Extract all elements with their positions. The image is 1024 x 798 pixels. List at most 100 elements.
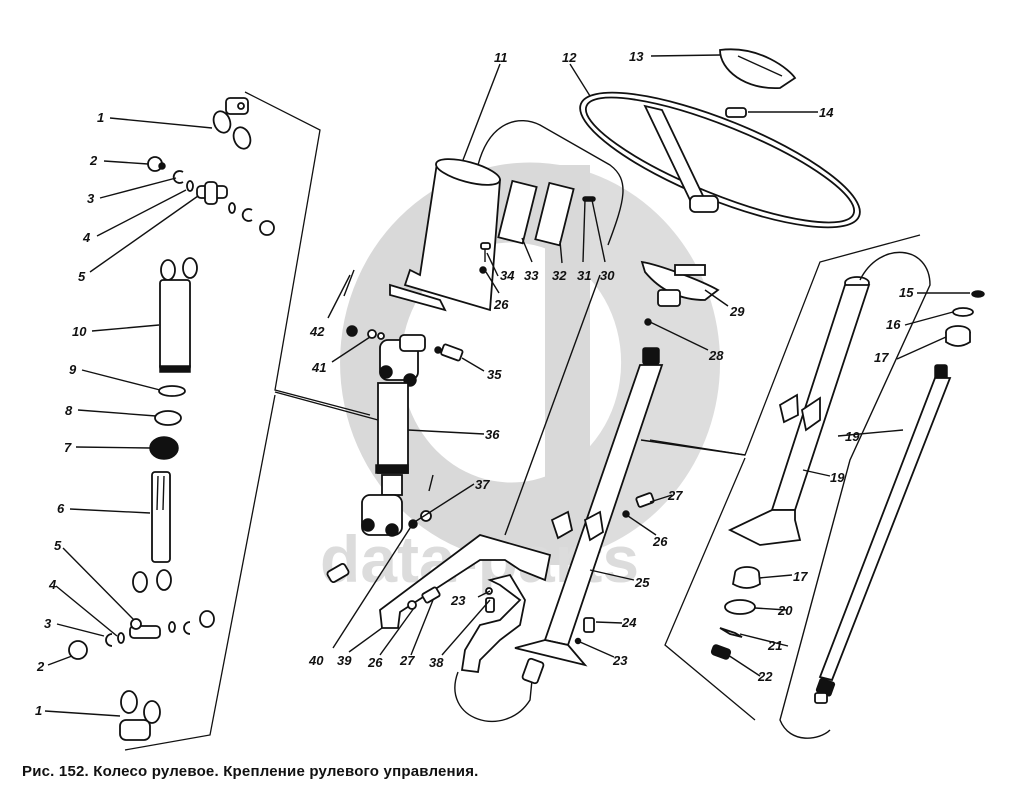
callout-31: 31	[577, 268, 591, 283]
washer-16	[952, 307, 974, 317]
callout-19-shaft: 19	[845, 429, 860, 444]
callout-24: 24	[621, 615, 637, 630]
pin	[326, 563, 350, 583]
bushing-upper	[945, 325, 971, 347]
bearing-cup-lower	[68, 640, 88, 660]
horn-pad	[719, 48, 797, 89]
callout-15: 15	[899, 285, 914, 300]
seal-ring-lower-2	[168, 621, 176, 633]
seal-ring-upper-2	[228, 202, 236, 214]
callout-32: 32	[552, 268, 567, 283]
frame-left-lower	[124, 394, 276, 751]
bushing-lower	[732, 566, 761, 589]
intermediate-shaft-assembly	[361, 334, 426, 537]
retaining-ring-upper-2	[241, 208, 253, 222]
callout-2-upper: 2	[89, 153, 98, 168]
callout-27-bracket: 27	[399, 653, 415, 668]
callout-29: 29	[729, 304, 745, 319]
wiring-right-loop	[779, 251, 931, 739]
seal-plate	[534, 181, 575, 247]
retaining-ring-lower	[105, 633, 113, 647]
callout-23-column: 23	[612, 653, 628, 668]
yoke-lower	[119, 690, 161, 741]
steering-shaft	[814, 364, 952, 704]
callout-36: 36	[485, 427, 500, 442]
callout-13: 13	[629, 49, 644, 64]
spring	[719, 627, 743, 638]
callout-41: 41	[311, 360, 326, 375]
callout-40: 40	[308, 653, 324, 668]
callout-1-lower: 1	[35, 703, 42, 718]
figure-caption: Рис. 152. Колесо рулевое. Крепление руле…	[22, 763, 479, 780]
bolt-27b	[421, 586, 441, 604]
boot	[149, 436, 179, 460]
gasket	[497, 179, 538, 245]
callout-17-upper: 17	[874, 350, 889, 365]
washer-nut	[346, 325, 358, 337]
nut-22	[710, 644, 732, 660]
callout-28: 28	[708, 348, 724, 363]
bolt	[434, 343, 464, 362]
callout-42: 42	[309, 324, 325, 339]
callout-10: 10	[72, 324, 87, 339]
callout-26-cover: 26	[493, 297, 509, 312]
callout-4-lower: 4	[48, 577, 57, 592]
splined-shaft-yoke	[132, 471, 172, 593]
leader-lines	[44, 54, 970, 717]
callout-11: 11	[494, 50, 508, 65]
callout-19-tube: 19	[830, 470, 845, 485]
washer-23b	[574, 637, 582, 645]
bearing-cup-upper-2	[259, 220, 275, 236]
seal-ring-lower	[117, 632, 125, 644]
steering-column-tube	[727, 276, 871, 546]
callout-27-column: 27	[667, 488, 683, 503]
callout-39: 39	[337, 653, 352, 668]
seal-ring-upper	[186, 180, 194, 192]
callout-23-bracket: 23	[450, 593, 466, 608]
callout-2-lower: 2	[36, 659, 45, 674]
callout-1-upper: 1	[97, 110, 104, 125]
callout-21: 21	[767, 638, 782, 653]
bracket	[379, 534, 552, 674]
callout-38: 38	[429, 655, 444, 670]
callout-7: 7	[64, 440, 72, 455]
washer	[158, 385, 186, 397]
callout-26-bracket: 26	[367, 655, 383, 670]
frame-right-lower	[664, 457, 756, 721]
washer-26c	[407, 600, 417, 610]
screw	[480, 242, 491, 262]
cross-lower	[129, 618, 161, 639]
callout-20: 20	[777, 603, 793, 618]
callout-6: 6	[57, 501, 65, 516]
column-cover	[389, 158, 501, 312]
callout-22: 22	[757, 669, 773, 684]
pin-small	[428, 474, 434, 492]
callout-14: 14	[819, 105, 834, 120]
bolt-24	[583, 617, 595, 633]
callout-5-upper: 5	[78, 269, 86, 284]
bearing-cup-upper	[147, 156, 166, 172]
washer-26a	[479, 266, 487, 274]
washer-26b	[622, 510, 630, 518]
callout-37: 37	[475, 477, 490, 492]
cross-upper	[196, 181, 228, 205]
callout-12: 12	[562, 50, 577, 65]
seal	[154, 410, 182, 426]
callout-5-lower: 5	[54, 538, 62, 553]
steering-wheel	[579, 91, 861, 229]
cotter-pin	[343, 269, 355, 297]
callout-26-column: 26	[652, 534, 668, 549]
callout-labels: 1 2 3 4 5 10 9 8 7 6 5 4 3 2 1 11 12 13 …	[35, 49, 914, 718]
callout-4-upper: 4	[82, 230, 91, 245]
wiring-loop	[454, 671, 533, 723]
column-shaft	[514, 347, 664, 685]
callout-34: 34	[500, 268, 515, 283]
ring-15	[971, 290, 985, 298]
bolt-27a	[635, 492, 655, 508]
intermediate-shaft-tube	[159, 257, 198, 373]
callout-3-lower: 3	[44, 616, 52, 631]
bushing-retainer	[724, 599, 756, 615]
washer-small	[367, 329, 377, 339]
wiring-upper	[477, 120, 624, 246]
